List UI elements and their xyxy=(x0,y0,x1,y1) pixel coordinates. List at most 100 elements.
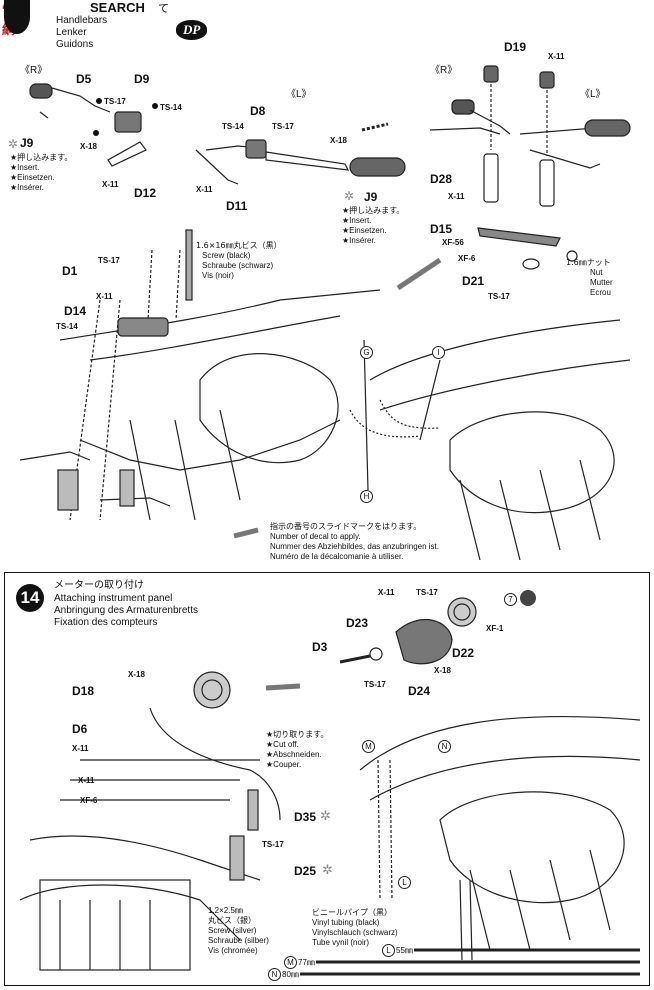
screw-size: 1.2×2.5㎜ xyxy=(208,906,243,915)
decal-note-ja: 指示の番号のスライドマークをはります。 xyxy=(270,522,422,531)
tube-mark-n: N xyxy=(268,968,281,981)
part-d8: D8 xyxy=(250,104,266,118)
decal-note-de: Nummer des Abziehbildes, das anzubringen… xyxy=(270,542,439,551)
tube-length-l: 55㎜ xyxy=(396,946,413,955)
right-side-label: 《R》 xyxy=(20,65,48,76)
part-d15: D15 xyxy=(430,222,453,236)
part-d35: D35 xyxy=(294,810,317,824)
decal-note-fr: Numéro de la décalcomanie à utiliser. xyxy=(270,552,404,561)
step14-title-en: Attaching instrument panel xyxy=(54,593,173,604)
code-x11c: X-11 xyxy=(548,52,565,61)
nut-fr: Ecrou xyxy=(590,288,611,297)
part-d11: D11 xyxy=(226,199,248,213)
screw-fr: Vis (noir) xyxy=(202,271,234,280)
part-d9: D9 xyxy=(134,72,150,86)
part-d6: D6 xyxy=(72,722,88,736)
code-x18b: X-18 xyxy=(128,670,145,679)
nut-de: Mutter xyxy=(590,278,613,287)
code-x11a: X-11 xyxy=(102,180,119,189)
watermark-word: SEARCH xyxy=(90,0,145,15)
insert-note2-en: ★Insert. xyxy=(342,216,372,225)
step-divider xyxy=(4,572,650,573)
part-d14: D14 xyxy=(64,304,87,318)
step14-title-fr: Fixation des compteurs xyxy=(54,617,158,628)
insert-note1-en: ★Insert. xyxy=(10,163,40,172)
part-d28: D28 xyxy=(430,172,453,186)
step14-title-ja: メーターの取り付け xyxy=(54,580,144,591)
star-icon: ✲ xyxy=(8,137,19,151)
step13-title-de: Lenker xyxy=(56,27,87,38)
tubing-fr: Tube vynil (noir) xyxy=(312,938,370,947)
decal-num-7: 7 xyxy=(504,593,517,606)
code-x18b: X-18 xyxy=(330,136,347,145)
decal-mark-g: G xyxy=(360,346,373,359)
code-x11b: X-11 xyxy=(72,744,89,753)
code-ts17a: TS-17 xyxy=(416,588,438,597)
left-side-label-2: 《L》 xyxy=(580,89,606,100)
part-d24: D24 xyxy=(408,684,431,698)
code-ts17d: TS-17 xyxy=(98,256,120,265)
code-x18a: X-18 xyxy=(434,666,451,675)
code-ts17a: TS-17 xyxy=(104,97,126,106)
code-ts17c: TS-17 xyxy=(262,840,284,849)
tube-mark-m: M xyxy=(284,956,297,969)
code-xf6: XF-6 xyxy=(458,254,476,263)
mark-m: M xyxy=(362,740,375,753)
part-d5: D5 xyxy=(76,72,92,86)
cut-note-en: ★Cut off. xyxy=(266,740,299,749)
part-d12: D12 xyxy=(134,186,157,200)
code-x11d: X-11 xyxy=(448,192,465,201)
code-x11c: X-11 xyxy=(78,776,95,785)
part-d23: D23 xyxy=(346,616,369,630)
step13-drawing xyxy=(19,65,631,560)
step14-number: 14 xyxy=(16,584,44,612)
cut-star-icon: ✲ xyxy=(322,862,333,877)
dp-badge: DP xyxy=(176,20,208,40)
tube-length-m: 77㎜ xyxy=(298,958,315,967)
insert-note1-de: ★Einsetzen. xyxy=(10,173,55,182)
tube-length-n: 80㎜ xyxy=(282,970,299,979)
step13-number-icon xyxy=(4,0,30,34)
code-ts14a: TS-14 xyxy=(160,103,182,112)
code-xf1: XF-1 xyxy=(486,624,504,633)
step14-frame xyxy=(4,572,650,986)
right-side-label-2: 《R》 xyxy=(430,65,458,76)
paint-dot xyxy=(93,130,99,136)
cut-note-fr: ★Couper. xyxy=(266,760,302,769)
star-icon: ✲ xyxy=(344,189,355,203)
code-x11a: X-11 xyxy=(378,588,395,597)
paint-dot xyxy=(96,98,102,104)
screw-ja: 丸ビス（銀） xyxy=(208,916,256,925)
part-d22: D22 xyxy=(452,646,475,660)
nut-ja: 1.6㎜ナット xyxy=(566,258,611,267)
screw-fr: Vis (chromée) xyxy=(208,946,258,955)
insert-note1-fr: ★Insérer. xyxy=(10,183,44,192)
code-ts14c: TS-14 xyxy=(56,322,78,331)
screw-de: Schraube (schwarz) xyxy=(202,261,274,270)
code-xf6: XF-6 xyxy=(80,796,98,805)
code-ts17b: TS-17 xyxy=(272,122,294,131)
screw-de: Schraube (silber) xyxy=(208,936,269,945)
insert-note1-ja: ★押し込みます。 xyxy=(10,153,73,162)
step13-title-en: Handlebars xyxy=(56,15,108,26)
code-ts14b: TS-14 xyxy=(222,122,244,131)
part-d25: D25 xyxy=(294,864,317,878)
tube-mark-l: L xyxy=(382,944,395,957)
step14-title-de: Anbringung des Armaturenbretts xyxy=(54,605,198,616)
cut-note-de: ★Abschneiden. xyxy=(266,750,322,759)
part-d1: D1 xyxy=(62,264,78,278)
screw-en: Screw (silver) xyxy=(208,926,257,935)
mark-l: L xyxy=(398,876,411,889)
code-x11b: X-11 xyxy=(196,185,213,194)
decal-mark-i: I xyxy=(432,346,445,359)
tubing-de: Vinylschlauch (schwarz) xyxy=(312,928,398,937)
code-x18a: X-18 xyxy=(80,142,97,151)
insert-note2-ja: ★押し込みます。 xyxy=(342,206,405,215)
code-ts17b: TS-17 xyxy=(364,680,386,689)
screw-en: Screw (black) xyxy=(202,251,251,260)
insert-note2-fr: ★Insérer. xyxy=(342,236,376,245)
decal-mark-h: H xyxy=(360,490,373,503)
left-side-label: 《L》 xyxy=(286,89,312,100)
tubing-en: Vinyl tubing (black) xyxy=(312,918,380,927)
